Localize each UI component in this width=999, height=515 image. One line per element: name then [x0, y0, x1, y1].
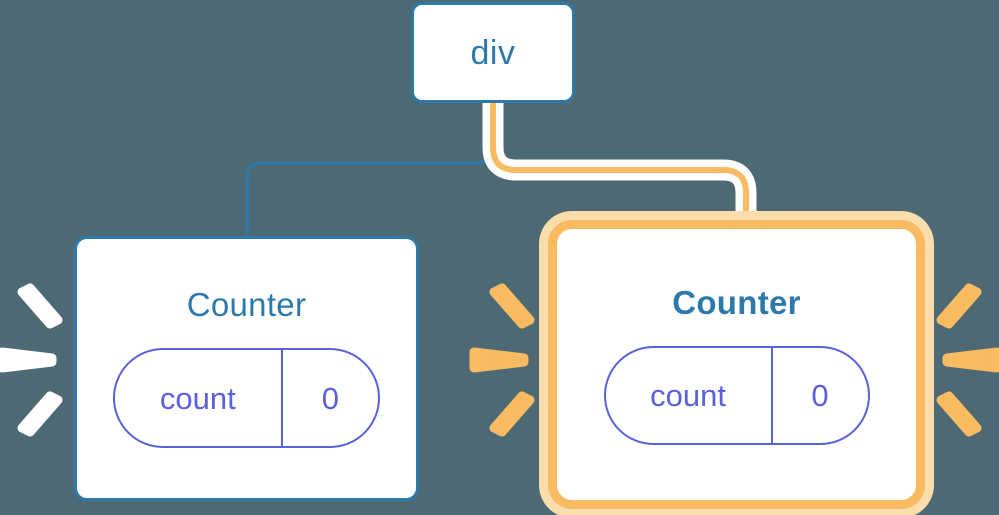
state-key-label: count	[650, 378, 726, 413]
node-div-label: div	[470, 33, 516, 72]
state-pill-counter-left[interactable]: count 0	[113, 348, 380, 448]
ray-lower-icon	[17, 391, 63, 437]
ray-upper-icon	[489, 283, 535, 329]
ray-lower-icon	[936, 391, 982, 437]
sparkle-rays-left-white	[0, 280, 70, 440]
ray-lower-icon	[489, 391, 535, 437]
ray-upper-icon	[17, 283, 63, 329]
ray-upper-icon	[936, 283, 982, 329]
state-key-label: count	[159, 380, 236, 416]
state-value-label: 0	[280, 350, 378, 446]
node-counter-right[interactable]: Counter count 0	[548, 220, 925, 509]
ray-middle-icon	[0, 347, 57, 373]
node-div[interactable]: div	[411, 2, 575, 103]
state-pill-counter-right[interactable]: count 0	[603, 346, 870, 445]
state-value-label: 0	[770, 348, 868, 443]
sparkle-rays-right-right-orange	[929, 280, 999, 440]
node-counter-left-label: Counter	[186, 286, 307, 323]
wire-div-to-counter-left	[245, 103, 495, 236]
node-counter-right-label: Counter	[672, 284, 801, 321]
sparkle-rays-right-left-orange	[469, 280, 542, 440]
wire-div-to-counter-right	[490, 103, 749, 232]
ray-middle-icon	[942, 347, 999, 373]
node-counter-left[interactable]: Counter count 0	[74, 236, 419, 501]
ray-middle-icon	[469, 347, 529, 373]
